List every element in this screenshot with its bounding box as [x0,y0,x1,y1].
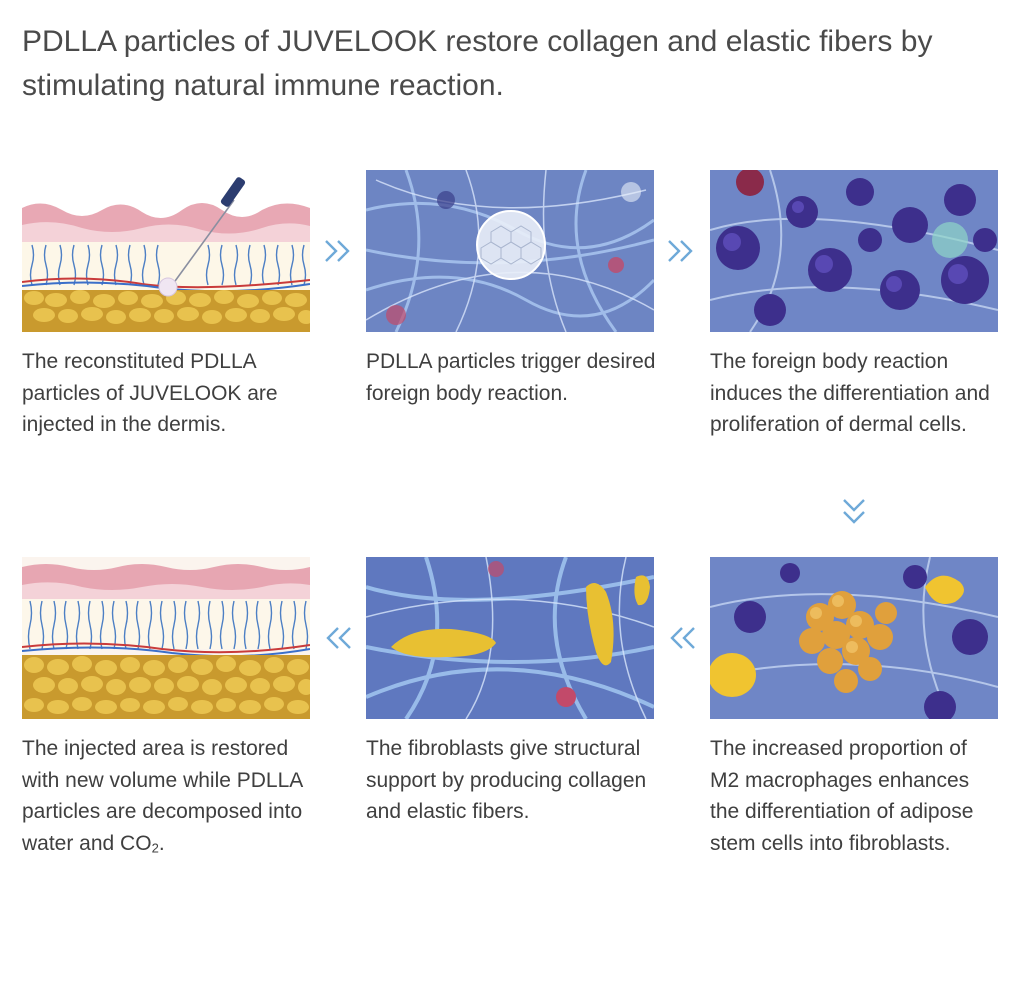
step-4-caption: The increased proportion of M2 macrophag… [710,737,974,855]
double-chevron-left-icon [320,620,356,656]
step-6-illustration [22,557,310,719]
step-1-illustration [22,170,310,332]
step-5: The fibroblasts give structural support … [366,557,656,828]
step-6: The injected area is restored with new v… [22,557,312,864]
step-3-caption: The foreign body reaction induces the di… [710,350,990,436]
step-1-caption: The reconstituted PDLLA particles of JUV… [22,350,278,436]
step-3: The foreign body reaction induces the di… [710,170,1000,441]
step-2-illustration [366,170,654,332]
double-chevron-right-icon [663,233,699,269]
step-4: The increased proportion of M2 macrophag… [710,557,1000,859]
double-chevron-right-icon [320,233,356,269]
step-2: PDLLA particles trigger desired foreign … [366,170,656,409]
step-2-caption: PDLLA particles trigger desired foreign … [366,350,656,405]
step-6-caption-main: The injected area is restored with new v… [22,737,303,855]
step-4-illustration [710,557,998,719]
step-6-caption: The injected area is restored with new v… [22,733,312,864]
step-5-caption: The fibroblasts give structural support … [366,737,647,823]
step-1: The reconstituted PDLLA particles of JUV… [22,170,312,441]
step-3-illustration [710,170,998,332]
step-5-illustration [366,557,654,719]
double-chevron-down-icon [836,494,872,530]
headline: PDLLA particles of JUVELOOK restore coll… [22,25,933,102]
double-chevron-left-icon [664,620,700,656]
step-6-caption-end: . [158,831,165,855]
step-6-caption-subscript: 2 [151,840,159,856]
